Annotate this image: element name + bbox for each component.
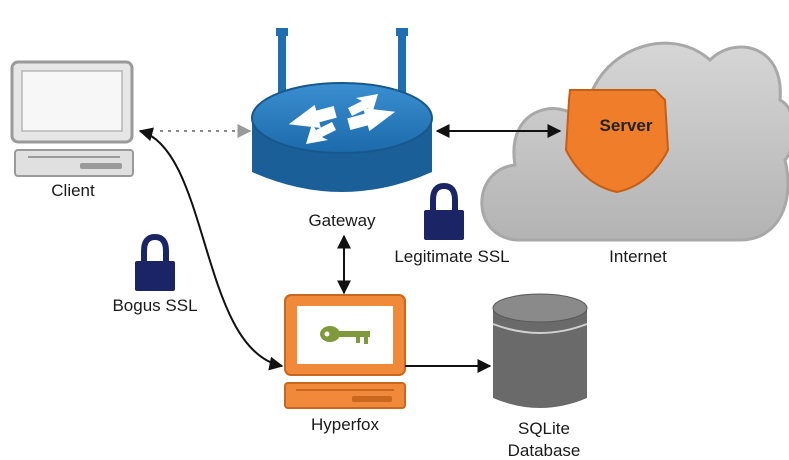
- bogus-ssl-label: Bogus SSL: [112, 296, 197, 315]
- hyperfox-label: Hyperfox: [311, 415, 380, 434]
- database-cylinder-icon: [492, 293, 588, 408]
- client-label: Client: [51, 181, 95, 200]
- gateway-router-icon: [251, 28, 433, 192]
- database-label-line1: SQLite: [518, 419, 570, 438]
- client-computer-icon: [10, 60, 134, 177]
- hyperfox-computer-icon: [284, 294, 406, 409]
- internet-label: Internet: [609, 247, 667, 266]
- server-label: Server: [600, 116, 653, 135]
- client-hyperfox-connector: [138, 127, 284, 371]
- server-badge-icon: [564, 89, 670, 194]
- database-label-line2: Database: [508, 441, 581, 460]
- key-icon: [320, 326, 370, 344]
- legitimate-ssl-lock-icon: [424, 182, 464, 240]
- gateway-label: Gateway: [308, 211, 376, 230]
- bogus-ssl-lock-icon: [135, 233, 175, 291]
- legitimate-ssl-label: Legitimate SSL: [394, 247, 509, 266]
